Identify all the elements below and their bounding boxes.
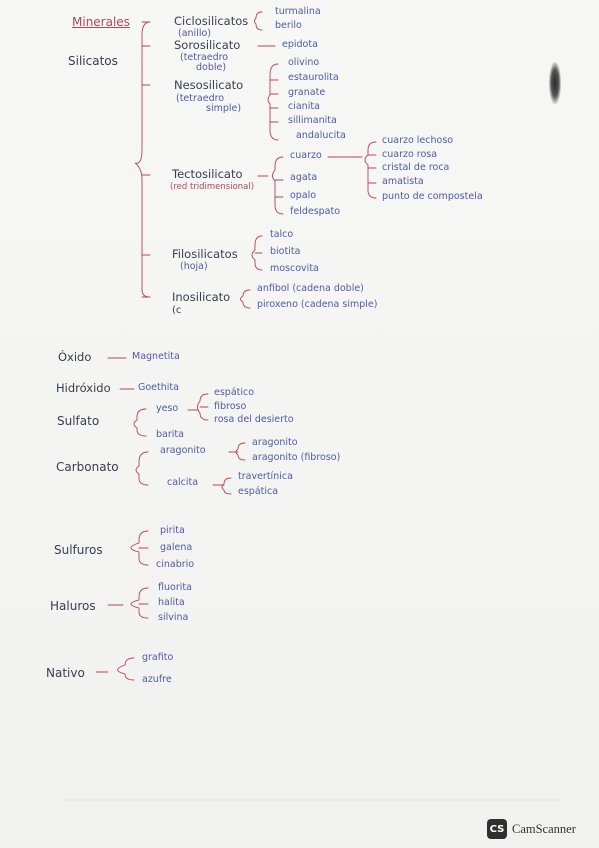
filo-name: Filosilicatos xyxy=(172,247,238,261)
soro-name: Sorosilicato xyxy=(174,38,241,52)
tecto-name: Tectosilicato xyxy=(172,167,243,181)
scan-smudge xyxy=(549,62,561,104)
neso-name: Nesosilicato xyxy=(174,78,244,92)
calcita-item-1: travertínica xyxy=(238,471,293,482)
aragonito-item-1: aragonito xyxy=(252,437,298,448)
ino-item-1: anfibol (cadena doble) xyxy=(257,283,364,294)
ciclo-note: (anillo) xyxy=(178,28,211,39)
sulfuros-item-2: galena xyxy=(160,542,193,553)
haluros-item-2: halita xyxy=(158,597,185,608)
camscanner-text: CamScanner xyxy=(512,821,576,836)
neso-item-3: granate xyxy=(288,87,326,98)
aragonito-item-2: aragonito (fibroso) xyxy=(252,452,341,463)
nativo-item-1: grafito xyxy=(142,652,174,663)
filo-item-1: talco xyxy=(270,229,294,240)
haluros-item-1: fluorita xyxy=(158,582,192,593)
ino-item-2: piroxeno (cadena simple) xyxy=(257,299,378,310)
label-sulfuros: Sulfuros xyxy=(54,543,103,557)
neso-note-1: (tetraedro xyxy=(176,93,225,104)
ino-name: Inosilicato xyxy=(172,290,231,304)
cuarzo-item-3: cristal de roca xyxy=(382,162,450,173)
tecto-item-1: cuarzo xyxy=(290,150,322,161)
carbonato-item-1: aragonito xyxy=(160,445,206,456)
yeso-item-1: espático xyxy=(214,387,255,398)
oxido-item-1: Magnetita xyxy=(132,351,180,362)
neso-item-4: cianita xyxy=(288,101,320,112)
sulfuros-item-3: cinabrio xyxy=(156,559,195,570)
label-silicatos: Silicatos xyxy=(68,54,118,68)
title: Minerales xyxy=(72,15,130,29)
yeso-item-3: rosa del desierto xyxy=(214,414,294,425)
sulfato-item-2: baritа xyxy=(156,429,184,440)
sulfuros-item-1: pirita xyxy=(160,525,185,536)
neso-item-5: sillimanita xyxy=(288,115,337,126)
ino-note: (c xyxy=(172,305,182,316)
ciclo-item-1: turmalina xyxy=(275,6,321,17)
cuarzo-item-4: amatista xyxy=(382,176,424,187)
tecto-item-3: opalo xyxy=(290,190,317,201)
soro-note-2: doble) xyxy=(196,62,227,73)
cuarzo-item-1: cuarzo lechoso xyxy=(382,135,454,146)
calcita-item-2: espática xyxy=(238,486,279,497)
label-oxido: Óxido xyxy=(58,350,92,364)
soro-note-1: (tetraedro xyxy=(180,52,229,63)
cuarzo-item-5: punto de compostela xyxy=(382,191,483,202)
label-hidroxido: Hidróxido xyxy=(56,381,111,395)
tecto-item-2: agata xyxy=(290,172,318,183)
neso-item-6: andalucita xyxy=(296,130,346,141)
hidroxido-item-1: Goethita xyxy=(138,382,179,393)
ciclo-item-2: berilo xyxy=(275,20,302,31)
label-nativo: Nativo xyxy=(46,666,85,680)
filo-item-2: biotita xyxy=(270,246,301,257)
label-haluros: Haluros xyxy=(50,599,96,613)
filo-item-3: moscovita xyxy=(270,263,319,274)
camscanner-logo-icon: CS xyxy=(487,819,507,839)
filo-note: (hoja) xyxy=(180,261,208,272)
ciclo-name: Ciclosilicatos xyxy=(174,14,249,28)
tecto-note: (red tridimensional) xyxy=(170,182,255,192)
neso-item-1: olivino xyxy=(288,57,320,68)
label-sulfato: Sulfato xyxy=(57,414,100,428)
yeso-item-2: fibroso xyxy=(214,401,247,412)
neso-note-2: simple) xyxy=(206,103,242,114)
nativo-item-2: azufre xyxy=(142,674,172,685)
carbonato-item-2: calcita xyxy=(167,477,199,488)
neso-item-2: estaurolita xyxy=(288,72,339,83)
soro-item-1: epidota xyxy=(282,39,318,50)
sulfato-item-1: yeso xyxy=(156,403,179,414)
label-carbonato: Carbonato xyxy=(56,460,119,474)
camscanner-watermark: CS CamScanner xyxy=(487,819,576,839)
cuarzo-item-2: cuarzo rosa xyxy=(382,149,438,160)
tecto-item-4: feldespato xyxy=(290,206,341,217)
haluros-item-3: silvina xyxy=(158,612,189,623)
